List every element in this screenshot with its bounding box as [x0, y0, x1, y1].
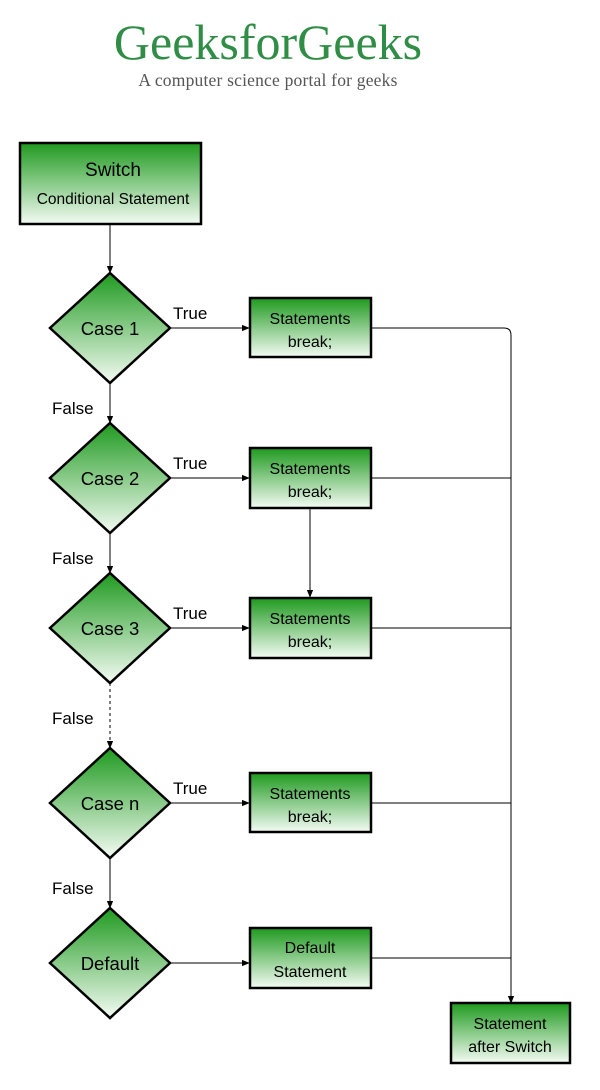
action-case-3-line2: break; [288, 634, 332, 651]
start-node: Switch Conditional Statement [18, 141, 203, 226]
decision-case-n-label: Case n [81, 793, 140, 814]
true-label-case-n: True [173, 779, 207, 798]
action-default: Default Statement [248, 926, 373, 990]
action-case-3-line1: Statements [270, 611, 351, 628]
end-node-line1: Statement [474, 1016, 547, 1033]
action-case-1-line2: break; [288, 334, 332, 351]
decision-case-3: Case 3 [48, 571, 172, 685]
edges [106, 224, 515, 1004]
true-label-case-3: True [173, 604, 207, 623]
decision-default-label: Default [81, 953, 140, 974]
true-label-case-1: True [173, 304, 207, 323]
decision-case-1: Case 1 [48, 271, 172, 385]
decision-case-1-label: Case 1 [81, 318, 140, 339]
action-default-line1: Default [285, 940, 336, 957]
end-node: Statement after Switch [449, 1001, 572, 1065]
end-node-line2: after Switch [468, 1039, 552, 1056]
decision-default: Default [48, 906, 172, 1020]
start-node-subtitle: Conditional Statement [37, 191, 190, 208]
true-label-case-2: True [173, 454, 207, 473]
action-case-2-line1: Statements [270, 461, 351, 478]
action-case-1-line1: Statements [270, 311, 351, 328]
brand-header: GeeksforGeeks A computer science portal … [0, 0, 600, 100]
action-case-n-line1: Statements [270, 786, 351, 803]
decision-case-3-label: Case 3 [81, 618, 140, 639]
false-label-case-2: False [52, 549, 94, 568]
decision-case-n: Case n [48, 746, 172, 860]
false-label-case-n: False [52, 879, 94, 898]
action-case-n: Statements break; [248, 771, 373, 834]
action-case-1: Statements break; [248, 296, 373, 359]
action-case-n-line2: break; [288, 809, 332, 826]
edge-action-1-to-trunk [371, 327, 515, 1004]
decision-case-2-label: Case 2 [81, 468, 140, 489]
action-case-2: Statements break; [248, 446, 373, 510]
action-case-2-line2: break; [288, 484, 332, 501]
start-node-title: Switch [85, 160, 141, 181]
false-label-case-1: False [52, 399, 94, 418]
action-case-3: Statements break; [248, 596, 373, 660]
false-label-case-3: False [52, 709, 94, 728]
brand-subtitle: A computer science portal for geeks [138, 70, 398, 90]
decision-case-2: Case 2 [48, 421, 172, 535]
action-default-line2: Statement [274, 964, 347, 981]
brand-title: GeeksforGeeks [113, 14, 423, 70]
